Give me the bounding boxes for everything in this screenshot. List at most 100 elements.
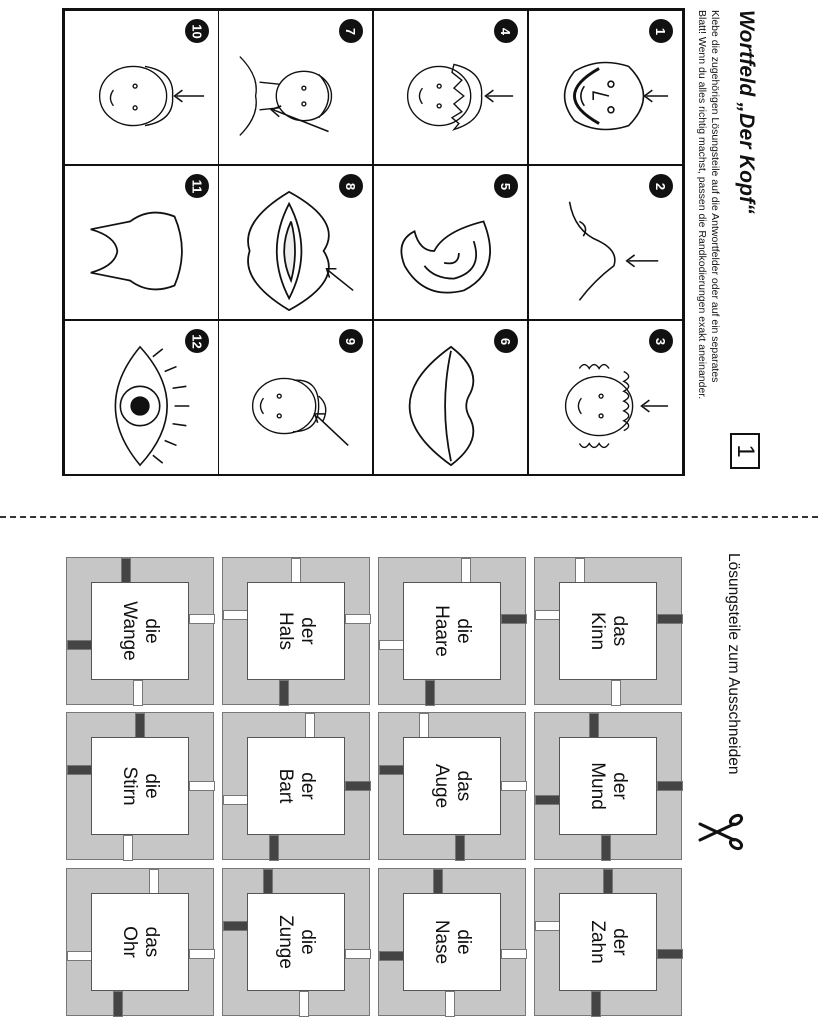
edge-code-top bbox=[305, 713, 315, 739]
answer-article: der bbox=[297, 617, 318, 645]
edge-code-right bbox=[345, 781, 371, 791]
cutout-label: Lösungsteile zum Ausschneiden bbox=[725, 553, 742, 775]
edge-code-top bbox=[135, 713, 145, 739]
picture-cell-3: 3 bbox=[528, 320, 683, 475]
picture-number-badge: 1 bbox=[649, 19, 673, 43]
eye-icon bbox=[114, 345, 190, 467]
answer-article: das bbox=[453, 770, 474, 802]
picture-cell-4: 4 bbox=[373, 10, 528, 165]
scissors-icon bbox=[698, 813, 744, 851]
edge-code-top bbox=[589, 713, 599, 739]
edge-code-top bbox=[603, 869, 613, 895]
edge-code-bottom bbox=[591, 991, 601, 1017]
picture-cell-5: 5 bbox=[373, 165, 528, 320]
ear-icon bbox=[400, 220, 491, 294]
edge-code-left bbox=[379, 765, 405, 775]
picture-number-badge: 4 bbox=[494, 19, 518, 43]
edge-code-bottom bbox=[601, 835, 611, 861]
edge-code-left bbox=[67, 640, 93, 650]
edge-code-bottom bbox=[133, 680, 143, 706]
edge-code-right bbox=[657, 949, 683, 959]
edge-code-right bbox=[189, 614, 215, 624]
edge-code-right bbox=[501, 614, 527, 624]
picture-cell-2: 2 bbox=[528, 165, 683, 320]
answer-word: Zunge bbox=[275, 915, 296, 969]
edge-code-bottom bbox=[113, 991, 123, 1017]
bearded-man-chin-icon bbox=[563, 61, 669, 131]
edge-code-top bbox=[121, 558, 131, 584]
edge-code-left bbox=[535, 795, 561, 805]
edge-code-left bbox=[379, 640, 405, 650]
edge-code-bottom bbox=[299, 991, 309, 1017]
picture-cell-10: 10 bbox=[64, 10, 219, 165]
picture-cell-6: 6 bbox=[373, 320, 528, 475]
answer-article: der bbox=[609, 928, 630, 956]
edge-code-bottom bbox=[123, 835, 133, 861]
page-number: 1 bbox=[732, 444, 759, 458]
answer-word: Bart bbox=[275, 768, 296, 804]
instruction-line-2: Blatt! Wenn du alles richtig machst, pas… bbox=[696, 10, 708, 400]
answer-word: Nase bbox=[431, 919, 452, 965]
answer-article: der bbox=[609, 772, 630, 800]
page-title: Wortfeld „Der Kopf“ bbox=[735, 10, 758, 215]
edge-code-left bbox=[535, 610, 561, 620]
edge-code-left bbox=[223, 610, 249, 620]
edge-code-left bbox=[67, 765, 93, 775]
edge-code-right bbox=[657, 614, 683, 624]
nose-icon bbox=[568, 201, 659, 301]
answer-word: Kinn bbox=[587, 611, 608, 651]
answer-article: die bbox=[453, 929, 474, 955]
edge-code-bottom bbox=[425, 680, 435, 706]
picture-number-badge: 10 bbox=[185, 19, 209, 43]
edge-code-right bbox=[189, 949, 215, 959]
tooth-icon bbox=[90, 211, 183, 291]
edge-code-bottom bbox=[269, 835, 279, 861]
edge-code-right bbox=[657, 781, 683, 791]
lips-icon bbox=[408, 345, 475, 467]
edge-code-left bbox=[379, 951, 405, 961]
edge-code-bottom bbox=[279, 680, 289, 706]
cut-line bbox=[0, 516, 818, 518]
edge-code-right bbox=[501, 949, 527, 959]
edge-code-top bbox=[461, 558, 471, 584]
neck-icon bbox=[239, 56, 333, 136]
answer-word: Hals bbox=[275, 611, 296, 651]
picture-cell-11: 11 bbox=[64, 165, 219, 320]
hair-head-icon bbox=[406, 63, 514, 131]
picture-cell-7: 7 bbox=[218, 10, 373, 165]
answer-word: Mund bbox=[587, 762, 608, 810]
forehead-icon bbox=[251, 377, 349, 447]
answer-article: die bbox=[297, 929, 318, 955]
answer-word: Haare bbox=[431, 605, 452, 657]
edge-code-bottom bbox=[445, 991, 455, 1017]
edge-code-right bbox=[501, 781, 527, 791]
instruction-line-1: Klebe die zugehörigen Lösungsteile auf d… bbox=[709, 10, 721, 383]
